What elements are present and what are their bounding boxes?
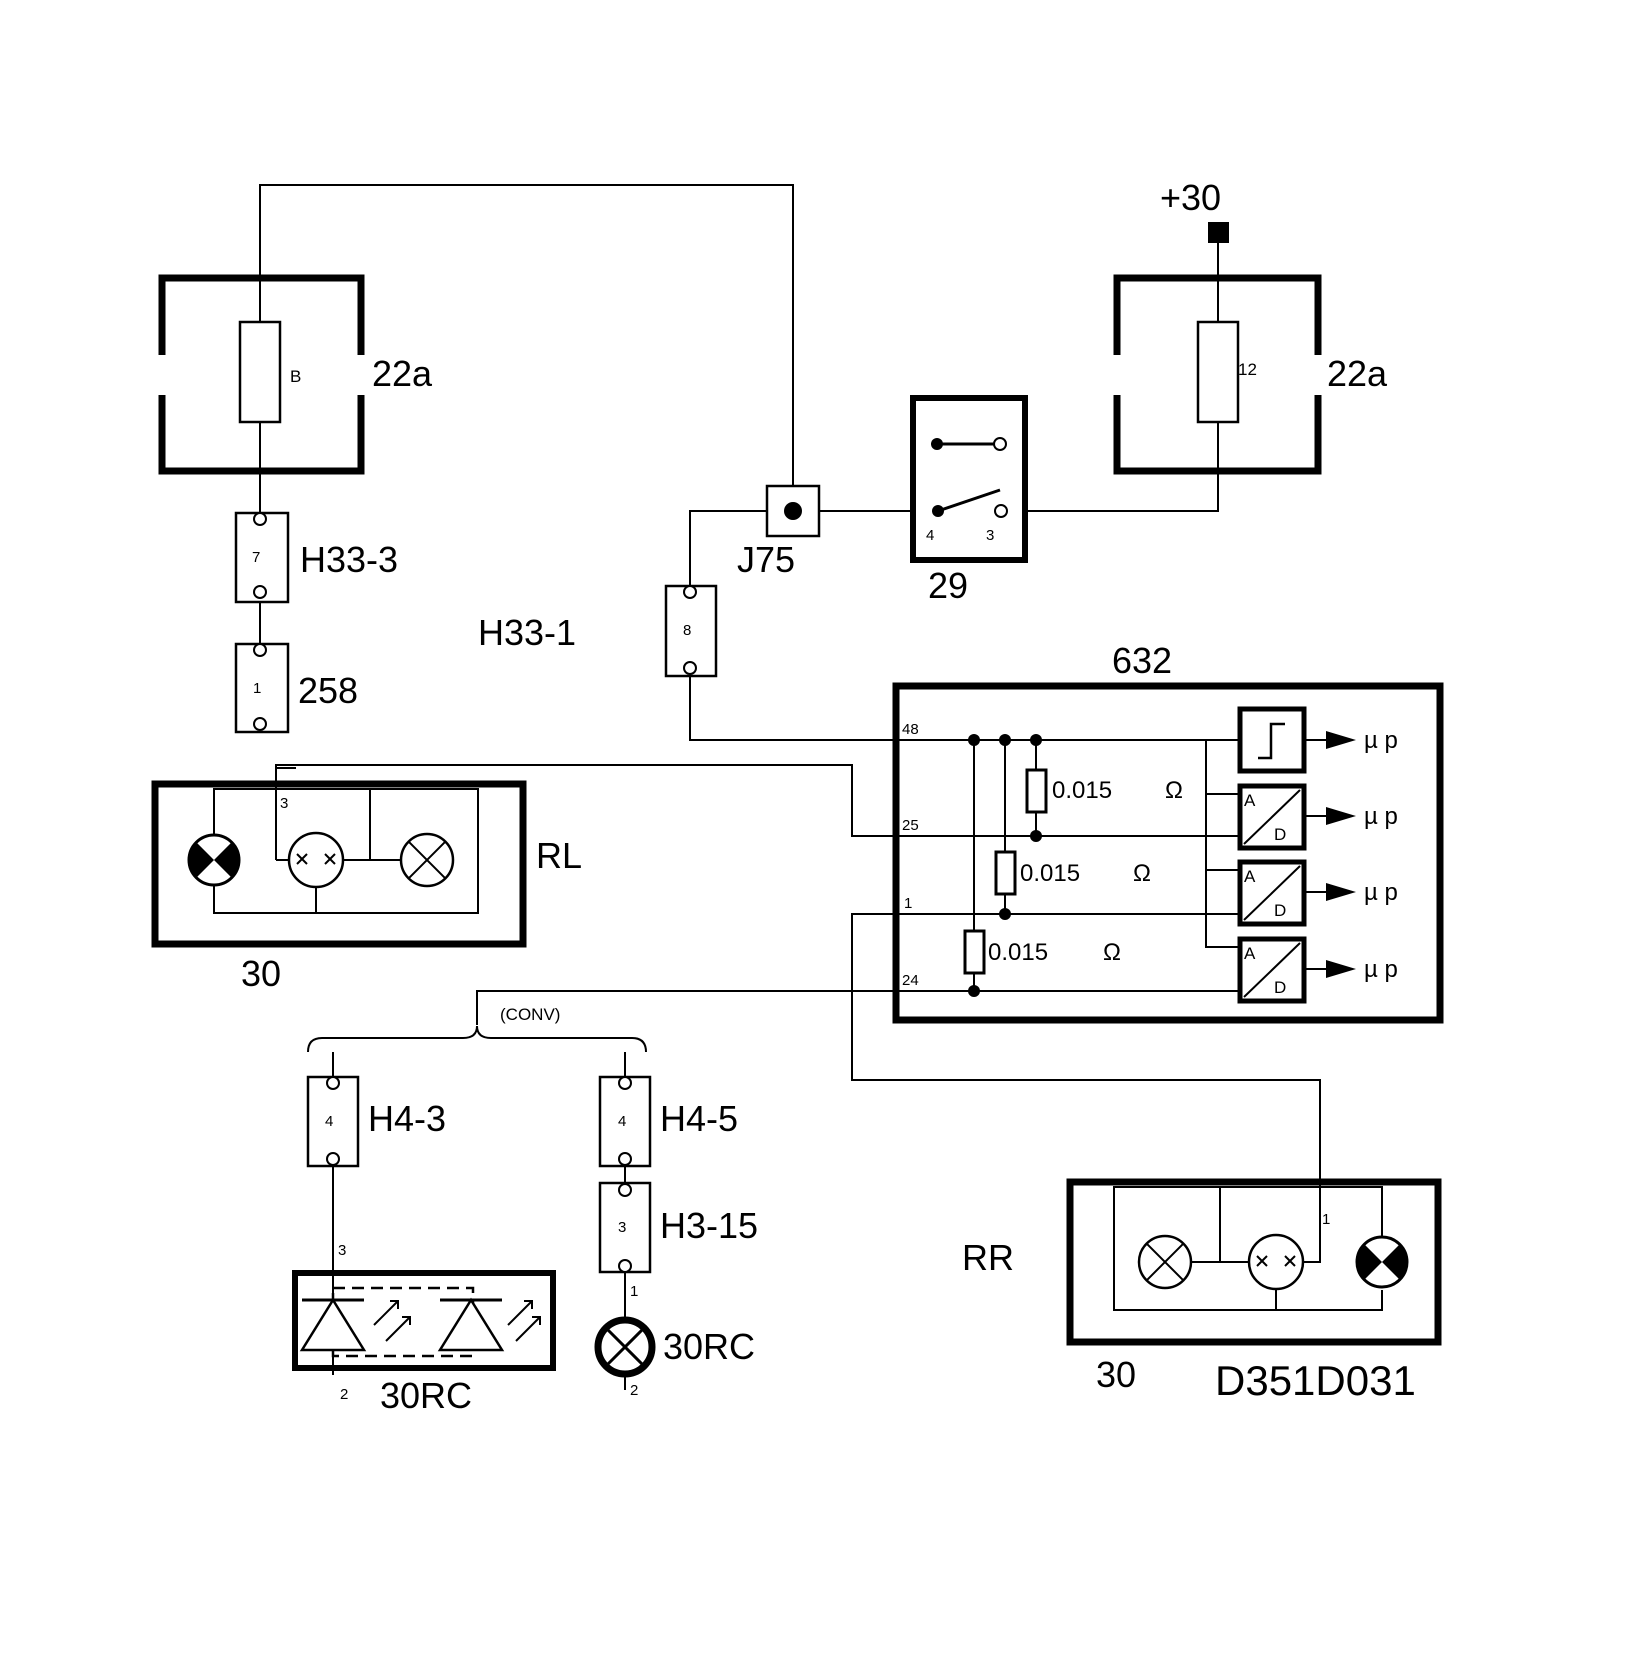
- ad-converter-3-d: D: [1274, 978, 1286, 997]
- shunt-resistor-1: [1025, 768, 1048, 814]
- fuse-left: [238, 320, 282, 424]
- shunt-1-value: 0.015: [1052, 777, 1112, 804]
- ad-converter-1-a: A: [1244, 791, 1256, 810]
- connector-h33-1: 8 H33-1: [478, 584, 718, 678]
- module-pin-48: 48: [902, 721, 919, 738]
- output-3-label: µ p: [1364, 879, 1398, 906]
- module-pin-24: 24: [902, 972, 919, 989]
- lamp-rl-pin: 3: [280, 795, 288, 812]
- shunt-3-value: 0.015: [988, 939, 1048, 966]
- fuse-right-id: 12: [1238, 360, 1257, 379]
- module-632-label: 632: [1112, 640, 1172, 681]
- connector-258-label: 258: [298, 670, 358, 711]
- switch-pin-4: 4: [926, 527, 934, 544]
- lamp-rl-ground: 30: [241, 953, 281, 994]
- conv-brace: (CONV): [307, 1005, 647, 1053]
- connector-h3-15: 3 H3-15: [598, 1181, 758, 1274]
- output-arrow-2: µ p: [1304, 803, 1398, 830]
- output-arrow-1: µ p: [1304, 727, 1398, 754]
- connector-h4-3-pin: 4: [325, 1113, 333, 1130]
- lamp-rl-dual-filament: [287, 831, 345, 889]
- connector-h4-5: 4 H4-5: [598, 1075, 738, 1168]
- ad-converter-1-d: D: [1274, 825, 1286, 844]
- led-pin-2: 2: [340, 1386, 348, 1403]
- fuse-box-left: B 22a: [158, 274, 433, 475]
- switch-29-label: 29: [928, 565, 968, 606]
- led-diode-2: [437, 1297, 541, 1352]
- output-1-label: µ p: [1364, 727, 1398, 754]
- supply-terminal: +30: [1160, 177, 1229, 243]
- connector-h4-5-label: H4-5: [660, 1098, 738, 1139]
- module-632: 632 48 25 1 24 0.015 0.015 0.015 Ω Ω Ω: [892, 640, 1444, 1024]
- supply-label: +30: [1160, 177, 1221, 218]
- connector-h3-15-pin: 3: [618, 1219, 626, 1236]
- shunt-2-value: 0.015: [1020, 860, 1080, 887]
- ad-converter-3: A D: [1237, 936, 1307, 1004]
- connector-h33-3: 7 H33-3: [234, 511, 398, 604]
- lamp-rr-pin: 1: [1322, 1211, 1330, 1228]
- lamp-rr-ground: 30: [1096, 1354, 1136, 1395]
- ad-converter-2-d: D: [1274, 901, 1286, 920]
- ad-converter-2: A D: [1237, 859, 1307, 927]
- connector-h3-15-label: H3-15: [660, 1205, 758, 1246]
- lamp-unit-rr: 1 RR 30: [962, 1178, 1442, 1395]
- switch-pin-3: 3: [986, 527, 994, 544]
- lamp-rl-label: RL: [536, 835, 582, 876]
- output-4-label: µ p: [1364, 956, 1398, 983]
- output-arrow-4: µ p: [1304, 956, 1398, 983]
- connector-h4-5-pin: 4: [618, 1113, 626, 1130]
- bulb-ground-label: 30RC: [663, 1326, 755, 1367]
- shunt-3-unit: Ω: [1103, 939, 1121, 966]
- ad-converter-3-a: A: [1244, 944, 1256, 963]
- shunt-2-unit: Ω: [1133, 860, 1151, 887]
- diagram-code: D351D031: [1215, 1357, 1416, 1404]
- lamp-rr-bulb: [1137, 1234, 1193, 1290]
- connector-h33-1-label: H33-1: [478, 612, 576, 653]
- switch-29: 4 3 29: [910, 395, 1028, 606]
- shunt-1-unit: Ω: [1165, 777, 1183, 804]
- fuse-left-id: B: [290, 367, 301, 386]
- conv-label: (CONV): [500, 1005, 560, 1024]
- connector-258: 1 258: [234, 642, 358, 734]
- bulb-30rc: 1 2 30RC: [594, 1283, 755, 1399]
- connector-h33-3-pin: 7: [252, 549, 260, 566]
- led-ground-label: 30RC: [380, 1375, 472, 1416]
- connector-h4-3-label: H4-3: [368, 1098, 446, 1139]
- lamp-rr-indicator: [1355, 1235, 1409, 1289]
- connector-h33-1-pin: 8: [683, 622, 691, 639]
- led-pin-3: 3: [338, 1242, 346, 1259]
- connector-h4-3: 4 H4-3: [306, 1075, 446, 1168]
- connector-h33-3-label: H33-3: [300, 539, 398, 580]
- lamp-rr-dual-filament: [1247, 1233, 1305, 1291]
- lamp-unit-rl: 3 RL 30: [151, 768, 582, 994]
- lamp-rl-bulb: [399, 832, 455, 888]
- connector-258-pin: 1: [253, 680, 261, 697]
- led-unit: 3 2 30RC: [292, 1242, 556, 1416]
- led-diode-1: [299, 1297, 411, 1352]
- ad-converter-2-a: A: [1244, 867, 1256, 886]
- output-arrow-3: µ p: [1304, 879, 1398, 906]
- bulb-pin-2: 2: [630, 1382, 638, 1399]
- fuse-box-left-label: 22a: [372, 353, 433, 394]
- lamp-rl-indicator: [187, 833, 241, 887]
- hysteresis-symbol: [1258, 722, 1285, 760]
- supply-square: [1208, 222, 1229, 243]
- shunt-resistor-2: [994, 850, 1017, 896]
- junction-j75-label: J75: [737, 539, 795, 580]
- bulb-pin-1: 1: [630, 1283, 638, 1300]
- shunt-resistor-3: [963, 929, 986, 975]
- junction-j75: J75: [737, 484, 821, 580]
- fuse-box-right: 12 22a: [1113, 274, 1388, 475]
- fuse-right: [1196, 320, 1240, 424]
- ad-converter-1: A D: [1237, 783, 1307, 851]
- module-pin-25: 25: [902, 817, 919, 834]
- lamp-rr-label: RR: [962, 1237, 1014, 1278]
- output-2-label: µ p: [1364, 803, 1398, 830]
- module-pin-1: 1: [904, 895, 912, 912]
- fuse-box-right-label: 22a: [1327, 353, 1388, 394]
